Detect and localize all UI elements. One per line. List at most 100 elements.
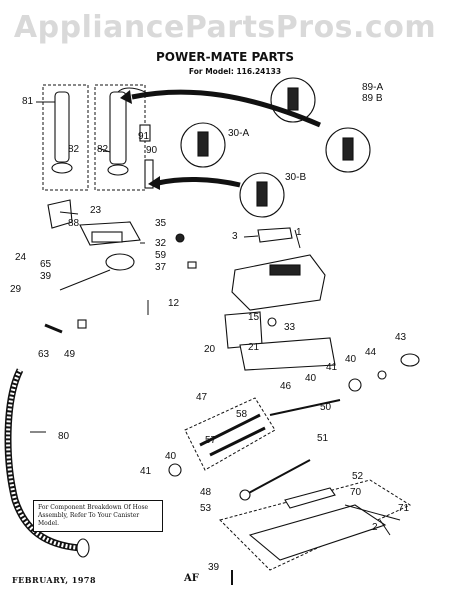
label-12: 12 bbox=[168, 298, 180, 309]
box-handle-81 bbox=[42, 84, 89, 191]
label-2: 2 bbox=[372, 522, 378, 533]
label-53: 53 bbox=[200, 503, 212, 514]
label-71: 71 bbox=[398, 503, 410, 514]
part-89b-detail bbox=[342, 137, 354, 161]
label-51: 51 bbox=[317, 433, 329, 444]
label-89b: 89 B bbox=[362, 93, 383, 104]
label-30a: 30-A bbox=[228, 128, 249, 139]
part-57-clip bbox=[187, 261, 197, 269]
part-49-clip bbox=[77, 319, 87, 329]
part-3-lens bbox=[257, 227, 293, 243]
arrowhead-30 bbox=[148, 176, 160, 190]
part-23-neck bbox=[47, 199, 73, 229]
label-90: 90 bbox=[146, 145, 158, 156]
label-21: 21 bbox=[248, 342, 260, 353]
leader-82 bbox=[97, 147, 111, 153]
part-41-bearing-left bbox=[168, 463, 182, 477]
label-80: 80 bbox=[58, 431, 70, 442]
part-82-grip-right bbox=[107, 164, 129, 176]
part-37-motor bbox=[105, 253, 135, 271]
label-48: 48 bbox=[200, 487, 212, 498]
label-81: 81 bbox=[22, 96, 34, 107]
part-43-wheel bbox=[400, 353, 420, 367]
label-3: 3 bbox=[232, 231, 238, 242]
box-base-53 bbox=[219, 479, 412, 571]
label-59: 59 bbox=[155, 250, 167, 261]
label-32: 32 bbox=[155, 238, 167, 249]
label-1: 1 bbox=[296, 227, 302, 238]
arrow-89 bbox=[131, 89, 321, 128]
label-58: 58 bbox=[236, 409, 248, 420]
label-40-mid: 40 bbox=[305, 373, 317, 384]
model-subtitle: For Model: 116.24133 bbox=[188, 67, 282, 76]
part-58-brush-strip bbox=[199, 413, 261, 447]
part-88-bracket bbox=[91, 231, 123, 243]
label-33: 33 bbox=[284, 322, 296, 333]
part-81-handle-tube bbox=[54, 91, 70, 163]
label-35: 35 bbox=[155, 218, 167, 229]
label-89a: 89-A bbox=[362, 82, 383, 93]
label-91: 91 bbox=[138, 131, 150, 142]
leader-2 bbox=[379, 519, 391, 536]
diagram-title: POWER-MATE PARTS bbox=[155, 50, 295, 64]
label-88: 88 bbox=[68, 218, 80, 229]
part-80-hose-ribs bbox=[6, 369, 81, 550]
part-90-plug bbox=[144, 159, 154, 189]
part-35-screw bbox=[175, 233, 185, 243]
part-51-end bbox=[239, 489, 251, 501]
part-71-rod bbox=[344, 504, 401, 521]
part-51-roller bbox=[244, 459, 311, 496]
label-39-bottom: 39 bbox=[208, 562, 220, 573]
label-41-right: 41 bbox=[326, 362, 338, 373]
footer-code: AF bbox=[184, 573, 199, 584]
watermark: AppliancePartsPros.com bbox=[13, 10, 437, 45]
label-70: 70 bbox=[350, 487, 362, 498]
label-24: 24 bbox=[15, 252, 27, 263]
part-30a-detail bbox=[197, 131, 209, 157]
part-46-shaft bbox=[269, 399, 341, 416]
label-50: 50 bbox=[320, 402, 332, 413]
label-41-left: 41 bbox=[140, 466, 152, 477]
label-40-right: 40 bbox=[345, 354, 357, 365]
label-29: 29 bbox=[10, 284, 22, 295]
label-57: 57 bbox=[205, 435, 217, 446]
label-20: 20 bbox=[204, 344, 216, 355]
part-33-plug bbox=[267, 317, 277, 327]
leader-3 bbox=[243, 235, 259, 238]
part-52-rug-guide bbox=[284, 487, 336, 509]
part-44-washer bbox=[377, 370, 387, 380]
label-44: 44 bbox=[365, 347, 377, 358]
label-40-left: 40 bbox=[165, 451, 177, 462]
part-1-window bbox=[269, 264, 301, 276]
hose-note: For Component Breakdown Of Hose Assembly… bbox=[33, 500, 163, 532]
label-49: 49 bbox=[64, 349, 76, 360]
label-43: 43 bbox=[395, 332, 407, 343]
leader-23 bbox=[59, 211, 79, 215]
label-82-left: 82 bbox=[68, 144, 80, 155]
label-46: 46 bbox=[280, 381, 292, 392]
label-63: 63 bbox=[38, 349, 50, 360]
part-89a-detail bbox=[287, 87, 299, 111]
label-52: 52 bbox=[352, 471, 364, 482]
label-23: 23 bbox=[90, 205, 102, 216]
part-82-grip-left bbox=[51, 162, 73, 174]
label-82-right: 82 bbox=[97, 144, 109, 155]
label-65: 65 bbox=[40, 259, 52, 270]
part-63-pin bbox=[44, 323, 63, 334]
label-47: 47 bbox=[196, 392, 208, 403]
part-91-switch bbox=[139, 124, 151, 142]
part-80-hose-end bbox=[76, 538, 90, 558]
box-brush-47 bbox=[184, 397, 276, 471]
part-58-brush-strip-2 bbox=[209, 426, 266, 457]
part-30b-detail bbox=[256, 181, 268, 207]
leader-1 bbox=[294, 229, 301, 249]
arrow-30 bbox=[157, 177, 241, 188]
label-15: 15 bbox=[248, 312, 260, 323]
part-29-cord bbox=[59, 269, 111, 291]
label-37: 37 bbox=[155, 262, 167, 273]
part-41-bearing bbox=[348, 378, 362, 392]
part-tube-upper bbox=[109, 91, 127, 165]
footer-date: FEBRUARY, 1978 bbox=[12, 575, 97, 585]
